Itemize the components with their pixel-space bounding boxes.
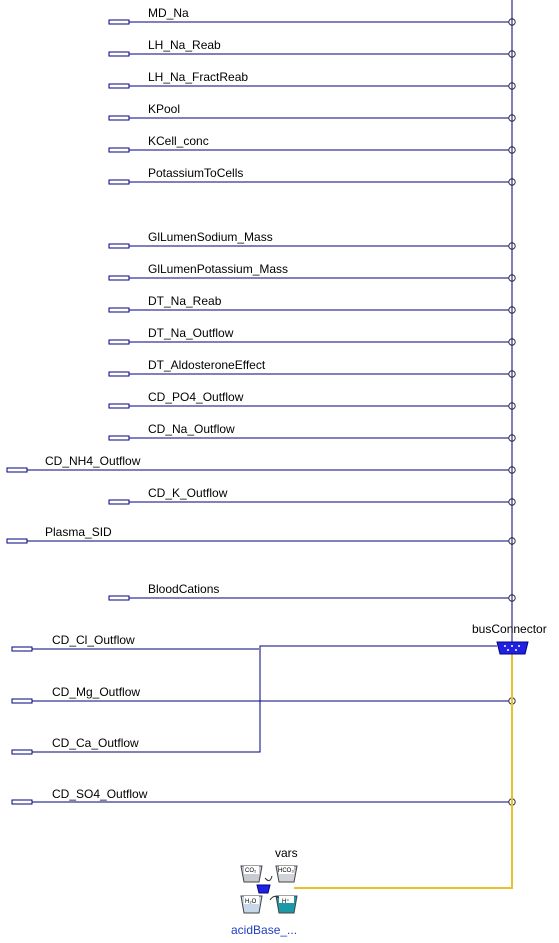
signal-label: GlLumenPotassium_Mass [148,262,288,276]
co2-label: CO₂ [245,868,257,874]
signal-label: KCell_conc [148,134,209,148]
signal-label: DT_Na_Reab [148,294,222,308]
reaction-arrow-icon [269,895,280,901]
signal-row[interactable]: GlLumenPotassium_Mass [108,262,516,282]
signal-port-icon[interactable] [11,646,33,652]
signal-port-icon[interactable] [108,179,130,185]
vars-label: vars [275,846,298,860]
signal-row[interactable]: CD_Mg_Outflow [11,685,516,705]
signal-port-icon[interactable] [11,698,33,704]
signal-label: BloodCations [148,582,219,596]
signal-port-icon[interactable] [11,749,33,755]
signal-label: MD_Na [148,6,189,20]
signal-row[interactable]: BloodCations [108,582,516,602]
signal-row[interactable]: CD_Cl_Outflow [11,633,259,652]
signal-row[interactable]: GlLumenSodium_Mass [108,230,516,250]
signal-port-icon[interactable] [6,467,28,473]
signal-label: Plasma_SID [45,525,112,539]
signal-port-icon[interactable] [108,19,130,25]
signal-row[interactable]: Plasma_SID [6,525,516,545]
hco3-label: HCO₃⁻ [278,868,297,874]
reaction-arrow-icon [264,875,273,882]
signal-port-icon[interactable] [108,595,130,601]
signal-row[interactable]: CD_NH4_Outflow [6,454,516,474]
bus-connector-label: busConnector [472,622,547,636]
signal-port-icon[interactable] [108,435,130,441]
signal-label: DT_Na_Outflow [148,326,234,340]
bus-connector[interactable] [496,641,529,655]
bus-pin-icon [511,645,513,647]
lower-signal-connections: CD_Cl_OutflowCD_Mg_OutflowCD_Ca_OutflowC… [11,633,516,806]
signal-port-icon[interactable] [108,115,130,121]
bus-pin-icon [515,649,517,651]
signal-port-icon[interactable] [108,243,130,249]
bus-pin-icon [507,649,509,651]
beaker-highlight [244,866,259,874]
connection-line [32,645,497,753]
signal-row[interactable]: MD_Na [108,6,516,26]
signal-row[interactable]: KCell_conc [108,134,516,154]
signal-row[interactable]: CD_SO4_Outflow [11,787,516,806]
beaker-highlight [279,896,294,903]
signal-label: CD_Ca_Outflow [52,736,139,750]
signal-label: KPool [148,102,180,116]
signal-port-icon[interactable] [6,538,28,544]
signal-connections: MD_NaLH_Na_ReabLH_Na_FractReabKPoolKCell… [6,6,516,602]
signal-label: CD_NH4_Outflow [45,454,141,468]
signal-row[interactable]: CD_Na_Outflow [108,422,516,442]
component-bus-connector[interactable] [256,884,271,894]
signal-row[interactable]: CD_Ca_Outflow [11,645,497,755]
signal-label: DT_AldosteroneEffect [148,358,266,372]
signal-label: CD_Na_Outflow [148,422,235,436]
signal-row[interactable]: DT_AldosteroneEffect [108,358,516,378]
signal-label: LH_Na_Reab [148,38,221,52]
signal-row[interactable]: KPool [108,102,516,122]
signal-port-icon[interactable] [108,371,130,377]
signal-row[interactable]: DT_Na_Outflow [108,326,516,346]
signal-port-icon[interactable] [108,307,130,313]
beaker-highlight [279,866,294,874]
signal-port-icon[interactable] [108,403,130,409]
signal-port-icon[interactable] [11,799,33,805]
beaker-highlight [244,896,259,904]
h2o-label: H₂O [245,899,257,905]
signal-row[interactable]: LH_Na_FractReab [108,70,516,90]
signal-label: CD_Mg_Outflow [52,685,140,699]
signal-port-icon[interactable] [108,339,130,345]
signal-row[interactable]: CD_PO4_Outflow [108,390,516,410]
bus-pin-icon [518,645,520,647]
signal-row[interactable]: CD_K_Outflow [108,486,516,506]
signal-port-icon[interactable] [108,275,130,281]
expandable-bus-line [294,652,513,889]
signal-port-icon[interactable] [108,499,130,505]
signal-label: CD_K_Outflow [148,486,228,500]
signal-row[interactable]: DT_Na_Reab [108,294,516,314]
h-label: H⁺ [282,898,290,905]
signal-row[interactable]: LH_Na_Reab [108,38,516,58]
signal-row[interactable]: PotassiumToCells [108,166,516,186]
signal-label: CD_SO4_Outflow [52,787,148,801]
signal-label: LH_Na_FractReab [148,70,248,84]
signal-port-icon[interactable] [108,147,130,153]
signal-port-icon[interactable] [108,83,130,89]
signal-port-icon[interactable] [108,51,130,57]
signal-label: PotassiumToCells [148,166,243,180]
bus-pin-icon [504,645,506,647]
acid-base-component[interactable]: vars CO₂ HCO₃⁻ H₂O H⁺ acidBase_... [231,846,298,937]
bus-connector-shape[interactable] [496,641,529,655]
acid-base-label: acidBase_... [231,923,297,937]
signal-label: GlLumenSodium_Mass [148,230,273,244]
signal-label: CD_PO4_Outflow [148,390,244,404]
signal-label: CD_Cl_Outflow [52,633,135,647]
